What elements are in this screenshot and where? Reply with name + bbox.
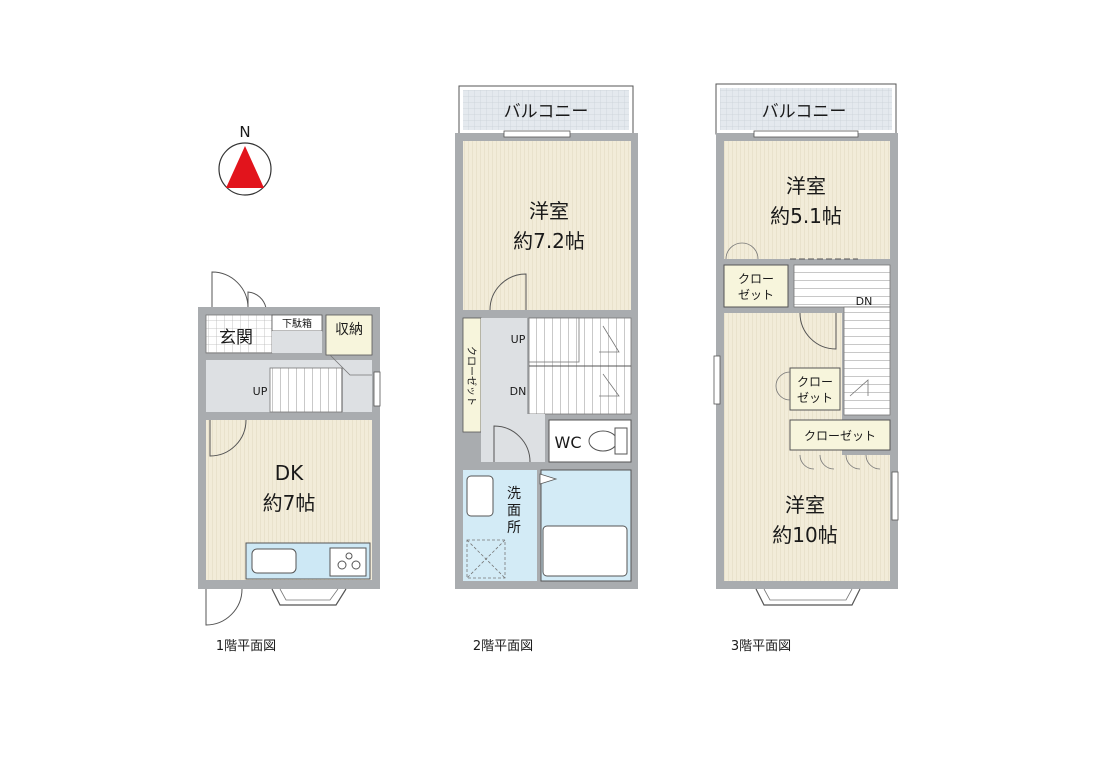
closet-b-label-1: クロー (797, 375, 833, 389)
compass-arrow-icon (226, 146, 264, 188)
closet-a-3f (723, 264, 789, 308)
entrance-door-swing (211, 271, 249, 309)
balcony-label-3f: バルコニー (762, 102, 847, 122)
compass-north-label: N (239, 123, 250, 141)
dk-name-label: DK (275, 461, 304, 485)
western-room-2f (463, 141, 631, 310)
hall-2f (481, 318, 527, 414)
entrance-label: 玄関 (219, 328, 253, 348)
storage-label: 収納 (335, 322, 363, 338)
bay-window-3f (755, 588, 861, 606)
closet-b-3f (789, 367, 841, 411)
floor-3-caption: 3階平面図 (731, 639, 791, 654)
floor-1-caption: 1階平面図 (216, 639, 276, 654)
kitchen-sink (251, 548, 297, 574)
room-a-name-label: 洋室 (786, 174, 826, 198)
closet-b-label-2: ゼット (797, 391, 833, 405)
dk-size-label: 約7帖 (263, 491, 316, 515)
wc-label: WC (555, 433, 582, 452)
washroom-door-swing (493, 425, 531, 463)
stairs-down-label-3f: DN (856, 295, 873, 308)
closet-c-label: クローゼット (804, 429, 876, 443)
stairs-1f (269, 367, 343, 413)
closet-a-label-1: クロー (738, 272, 774, 286)
western-room-a-3f (724, 141, 890, 259)
compass: N (218, 123, 272, 196)
washroom-label-2: 面 (507, 503, 521, 519)
dk-door-swing (209, 419, 247, 457)
room-door-swing-2f (489, 273, 527, 311)
stove-icon (329, 547, 367, 577)
genkan-hall (272, 331, 322, 353)
stairs-down-label-2f: DN (510, 385, 527, 398)
floor-2-caption: 2階平面図 (473, 639, 533, 654)
room-b-size-label: 約10帖 (772, 523, 837, 547)
balcony-label-2f: バルコニー (504, 102, 589, 122)
closet-c-3f (789, 419, 891, 451)
floor-3-plan: バルコニー 洋室 約5.1帖 クロー ゼット DN クロー ゼット クローゼット… (713, 83, 899, 654)
washing-machine-space (466, 539, 506, 579)
room-a-size-label: 約5.1帖 (770, 204, 842, 228)
room-name-label-2f: 洋室 (529, 199, 569, 223)
storage-1f (325, 314, 373, 356)
genkan-floor (205, 314, 273, 354)
washroom-label-1: 洗 (507, 486, 521, 502)
back-door-swing (205, 588, 243, 626)
shoe-box-label: 下駄箱 (282, 317, 312, 330)
room-door-swing-3f (799, 312, 837, 350)
stairs-up-label-1f: UP (253, 385, 268, 398)
closet-label-2f: クローゼット (465, 346, 477, 406)
toilet-icon (588, 430, 618, 452)
stairs-up-label-2f: UP (511, 333, 526, 346)
bay-window-1f (271, 588, 347, 606)
hall-3f (793, 264, 891, 308)
floor-1-plan: 玄関 下駄箱 収納 UP DK 約7帖 1階平面図 (198, 271, 381, 654)
closet-a-label-2: ゼット (738, 288, 774, 302)
stairs-3f (843, 306, 891, 416)
wash-basin (466, 475, 494, 517)
entrance-door-swing-small (247, 291, 267, 309)
room-size-label-2f: 約7.2帖 (513, 229, 585, 253)
washroom-label-3: 所 (507, 520, 521, 536)
floor-2-plan: バルコニー 洋室 約7.2帖 クローゼット UP DN WC 洗 面 所 2階平… (455, 85, 638, 654)
bathtub (542, 525, 628, 577)
room-b-name-label: 洋室 (785, 493, 825, 517)
